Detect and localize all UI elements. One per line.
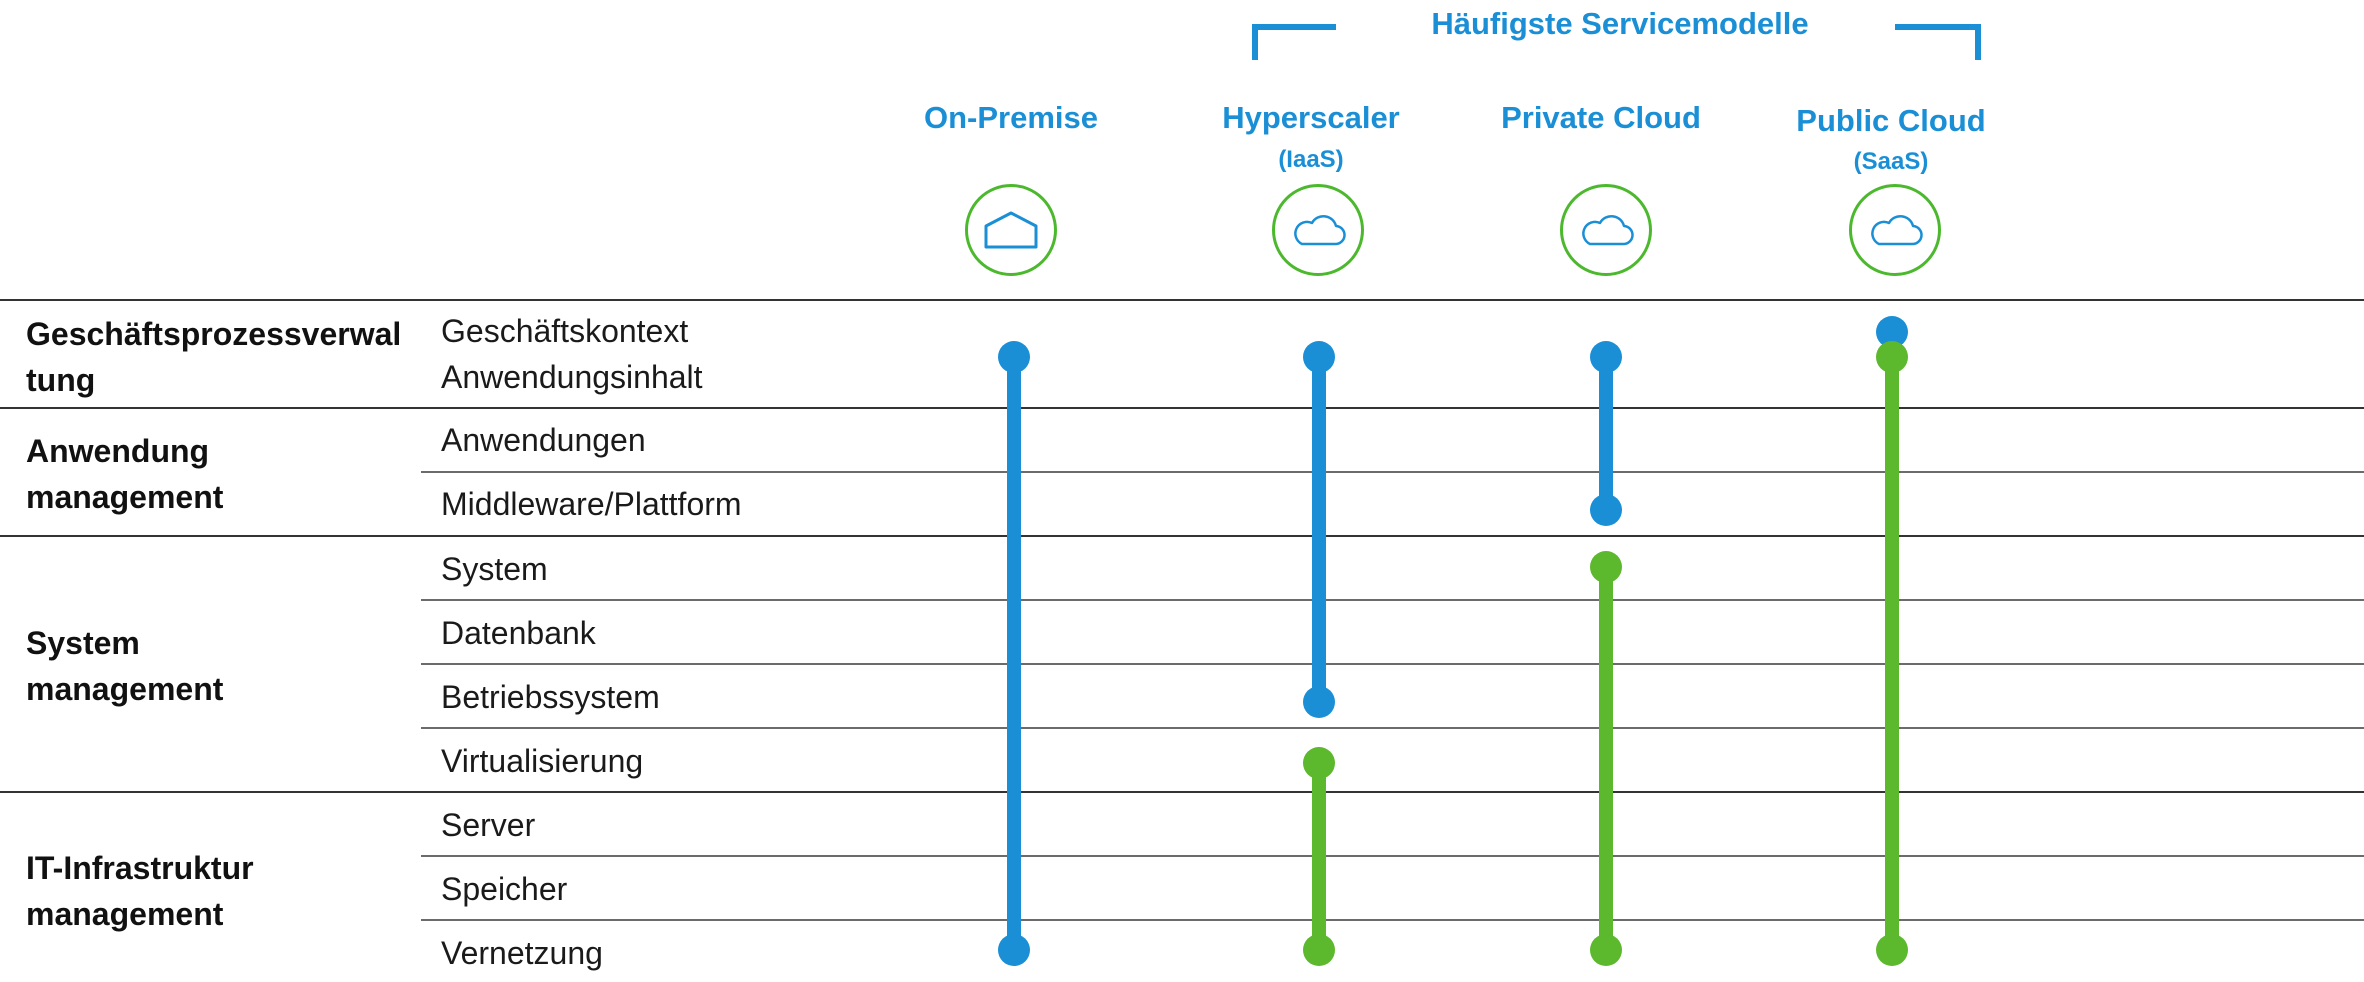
- row-divider: [421, 855, 2364, 857]
- house-icon: [984, 211, 1038, 249]
- segment-end-dot: [1590, 494, 1622, 526]
- category-line: Geschäftsprozessverwal: [26, 316, 402, 352]
- row-divider: [421, 727, 2364, 729]
- category-label: Anwendung management: [26, 428, 426, 520]
- segment-start-dot: [998, 341, 1030, 373]
- row-divider: [421, 599, 2364, 601]
- category-label: System management: [26, 620, 426, 712]
- layer-label: Betriebssystem: [441, 679, 660, 715]
- column-subtitle-hyperscaler: (IaaS): [1278, 146, 1344, 173]
- category-line: Anwendung: [26, 433, 210, 469]
- layer-label: Speicher: [441, 871, 568, 907]
- category-line: management: [26, 479, 224, 515]
- segment-start-dot: [1590, 551, 1622, 583]
- layer-label: Anwendungen: [441, 422, 646, 458]
- category-line: tung: [26, 362, 96, 398]
- row-divider: [421, 663, 2364, 665]
- category-line: management: [26, 896, 224, 932]
- layer-label: Vernetzung: [441, 935, 603, 971]
- private-cloud-icon-circle: [1560, 184, 1652, 276]
- responsibility-segment-private-cloud-blue: [1590, 341, 1622, 526]
- row-divider: [421, 919, 2364, 921]
- category-line: System: [26, 625, 140, 661]
- segment-end-dot: [1590, 934, 1622, 966]
- public-cloud-icon-circle: [1849, 184, 1941, 276]
- column-title-on-premise: On-Premise: [923, 100, 1098, 135]
- layer-label: System: [441, 551, 548, 587]
- responsibility-segment-on-premise-blue: [998, 341, 1030, 966]
- service-models-title: Häufigste Servicemodelle: [1431, 6, 1809, 41]
- layer-label: Anwendungsinhalt: [441, 359, 703, 395]
- category-line: management: [26, 671, 224, 707]
- segment-start-dot: [1876, 341, 1908, 373]
- segment-start-dot: [1303, 747, 1335, 779]
- column-title-private-cloud: Private Cloud: [1501, 100, 1701, 135]
- layer-label: Server: [441, 807, 536, 843]
- layer-label: Datenbank: [441, 615, 596, 651]
- responsibility-segment-public-cloud-blue: [1876, 316, 1908, 348]
- responsibility-segment-private-cloud-green: [1590, 551, 1622, 966]
- category-label: Geschäftsprozessverwal tung: [26, 311, 426, 403]
- responsibility-segment-public-cloud-green: [1876, 341, 1908, 966]
- segment-end-dot: [1303, 934, 1335, 966]
- segment-start-dot: [1876, 316, 1908, 348]
- segment-start-dot: [1590, 341, 1622, 373]
- cloud-icon: [1294, 214, 1346, 246]
- column-subtitle-public-cloud: (SaaS): [1853, 148, 1929, 175]
- segment-end-dot: [998, 934, 1030, 966]
- on-premise-icon-circle: [965, 184, 1057, 276]
- header-divider: [0, 299, 2364, 301]
- segment-end-dot: [1303, 686, 1335, 718]
- row-divider: [421, 471, 2364, 473]
- category-line: IT-Infrastruktur: [26, 850, 254, 886]
- category-label: IT-Infrastruktur management: [26, 845, 426, 937]
- bracket-right: [1895, 24, 1981, 60]
- category-divider: [0, 535, 2364, 537]
- segment-end-dot: [1876, 934, 1908, 966]
- category-divider: [0, 791, 2364, 793]
- layer-label: Virtualisierung: [441, 743, 644, 779]
- cloud-icon: [1871, 214, 1923, 246]
- layer-label: Middleware/Plattform: [441, 486, 742, 522]
- responsibility-segment-hyperscaler-green: [1303, 747, 1335, 966]
- layer-label: Geschäftskontext: [441, 313, 689, 349]
- column-title-public-cloud: Public Cloud: [1796, 103, 1986, 138]
- category-divider: [0, 407, 2364, 409]
- cloud-icon: [1582, 214, 1634, 246]
- column-title-hyperscaler: Hyperscaler: [1222, 100, 1400, 135]
- responsibility-segment-hyperscaler-blue: [1303, 341, 1335, 718]
- segment-start-dot: [1303, 341, 1335, 373]
- hyperscaler-icon-circle: [1272, 184, 1364, 276]
- bracket-left: [1252, 24, 1336, 60]
